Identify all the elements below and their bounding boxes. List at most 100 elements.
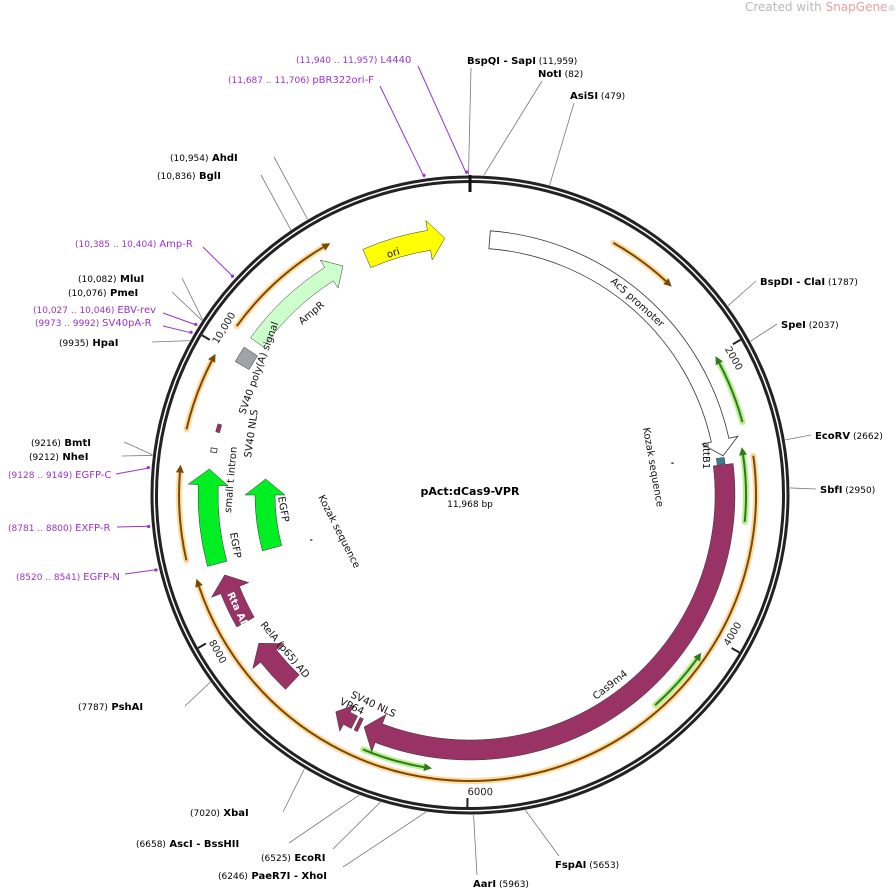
enzyme-label-ecorv[interactable]: EcoRV (2662) bbox=[815, 431, 883, 442]
feature-label-small-t-intron[interactable]: small t intron bbox=[223, 446, 240, 513]
enzyme-label-bspdi[interactable]: BspDI - ClaI (1787) bbox=[760, 277, 858, 288]
primer-leader-line bbox=[417, 65, 468, 175]
feature-egfp[interactable] bbox=[244, 478, 286, 552]
feature-kozak-sequence[interactable] bbox=[671, 462, 674, 465]
enzyme-name: BmtI bbox=[61, 438, 91, 449]
orf-halo bbox=[183, 358, 215, 433]
primer-label-exfp-r[interactable]: (8781 .. 8800) EXFP-R bbox=[8, 523, 110, 534]
feature-ampr[interactable] bbox=[250, 259, 344, 348]
enzyme-label-spei[interactable]: SpeI (2037) bbox=[781, 320, 839, 331]
primer-label-egfp-n[interactable]: (8520 .. 8541) EGFP-N bbox=[16, 572, 120, 583]
enzyme-leader-line bbox=[282, 768, 305, 813]
enzyme-pos: (2037) bbox=[806, 321, 839, 331]
feature-label-egfp-2[interactable]: EGFP bbox=[275, 496, 290, 523]
feature-sv40-poly-a-signal[interactable] bbox=[234, 346, 258, 370]
primer-label-ebv-rev[interactable]: (10,027 .. 10,046) EBV-rev bbox=[33, 305, 156, 316]
enzyme-label-pshai[interactable]: (7787) PshAI bbox=[78, 702, 143, 713]
feature-label-egfp[interactable]: EGFP bbox=[227, 532, 242, 559]
enzyme-label-mlui[interactable]: (10,082) MluI bbox=[78, 274, 144, 285]
orf-arc[interactable] bbox=[742, 454, 748, 522]
orf-arc[interactable] bbox=[235, 246, 324, 327]
feature-label-ori[interactable]: ori bbox=[386, 246, 402, 260]
enzyme-label-aari[interactable]: AarI (5963) bbox=[473, 879, 529, 890]
feature-label-kozak[interactable]: Kozak sequence bbox=[640, 427, 665, 508]
enzyme-leader-line bbox=[525, 809, 560, 857]
primer-leader-line bbox=[162, 325, 193, 334]
feature-small-t-intron[interactable] bbox=[210, 447, 218, 454]
enzyme-name: SbfI bbox=[820, 485, 842, 496]
enzyme-pos: (1787) bbox=[825, 278, 858, 288]
enzyme-label-xbai[interactable]: (7020) XbaI bbox=[190, 808, 249, 819]
enzyme-name: SpeI bbox=[781, 320, 806, 331]
primer-binding-marker bbox=[194, 322, 198, 326]
enzyme-pos: (6246) bbox=[218, 872, 248, 882]
tick-mark bbox=[732, 338, 742, 346]
orf-arc[interactable] bbox=[654, 658, 698, 706]
enzyme-label-paer7i[interactable]: (6246) PaeR7I - XhoI bbox=[218, 871, 327, 882]
primer-range: (10,385 .. 10,404) bbox=[75, 240, 159, 250]
enzyme-label-bspqi[interactable]: BspQI - SapI (11,959) bbox=[467, 56, 577, 67]
orf-arc[interactable] bbox=[362, 748, 425, 769]
primer-label-pbr322ori-f[interactable]: (11,687 .. 11,706) pBR322ori-F bbox=[228, 75, 374, 86]
enzyme-label-ecori[interactable]: (6525) EcoRI bbox=[261, 853, 325, 864]
feature-sv40-nls[interactable] bbox=[353, 716, 364, 732]
primer-name: EXFP-R bbox=[75, 523, 110, 534]
orf-arc[interactable] bbox=[185, 360, 213, 430]
feature-vp64[interactable] bbox=[335, 704, 358, 733]
primer-binding-marker bbox=[146, 465, 150, 470]
feature-rta-ad[interactable] bbox=[210, 574, 255, 628]
feature-attb1[interactable] bbox=[716, 457, 726, 465]
feature-ac5-promoter[interactable] bbox=[488, 230, 739, 457]
primer-name: Amp-R bbox=[159, 239, 193, 250]
primer-label-sv40pa-r[interactable]: (9973 .. 9992) SV40pA-R bbox=[35, 318, 152, 329]
feature-label-kozak-2[interactable]: Kozak sequence bbox=[315, 493, 361, 570]
enzyme-leader-line bbox=[171, 291, 203, 321]
enzyme-pos: (6658) bbox=[136, 840, 166, 850]
plasmid-length: 11,968 bp bbox=[447, 500, 493, 510]
enzyme-label-fspai[interactable]: FspAI (5653) bbox=[555, 860, 619, 871]
primer-range: (9128 .. 9149) bbox=[8, 471, 75, 481]
enzyme-label-noti[interactable]: NotI (82) bbox=[538, 69, 583, 80]
feature-egfp[interactable] bbox=[187, 468, 229, 567]
enzyme-label-bmti[interactable]: (9216) BmtI bbox=[31, 438, 91, 449]
primer-label-amp-r[interactable]: (10,385 .. 10,404) Amp-R bbox=[75, 239, 193, 250]
enzyme-pos: (6525) bbox=[261, 854, 291, 864]
enzyme-pos: (10,082) bbox=[78, 275, 117, 285]
feature-rela-p65-ad[interactable] bbox=[252, 643, 300, 690]
tick-label: 2000 bbox=[722, 345, 744, 373]
enzyme-label-asisi[interactable]: AsiSI (479) bbox=[570, 91, 625, 102]
enzyme-pos: (11,959) bbox=[536, 57, 577, 67]
enzyme-label-pmei[interactable]: (10,076) PmeI bbox=[68, 288, 138, 299]
feature-label-ac5-promoter[interactable]: Ac5 promoter bbox=[608, 276, 667, 330]
primer-range: (11,687 .. 11,706) bbox=[228, 76, 312, 86]
enzyme-pos: (10,076) bbox=[68, 289, 107, 299]
enzyme-name: NheI bbox=[59, 452, 88, 463]
orf-arc[interactable] bbox=[178, 472, 188, 561]
orf-arrowhead bbox=[195, 578, 203, 588]
enzyme-label-hpai[interactable]: (9935) HpaI bbox=[59, 338, 118, 349]
primer-range: (8520 .. 8541) bbox=[16, 573, 83, 583]
orf-arrowhead bbox=[715, 356, 723, 366]
enzyme-label-ahdi[interactable]: (10,954) AhdI bbox=[170, 153, 238, 164]
primer-label-l4440[interactable]: (11,940 .. 11,957) L4440 bbox=[296, 55, 411, 66]
feature-ori[interactable] bbox=[362, 219, 446, 269]
enzyme-name2: - BssHII bbox=[193, 839, 239, 850]
orf-arc[interactable] bbox=[198, 455, 757, 782]
feature-sv40-nls[interactable] bbox=[215, 423, 223, 434]
enzyme-name: AsiSI bbox=[570, 91, 598, 102]
enzyme-label-nhei[interactable]: (9212) NheI bbox=[29, 452, 88, 463]
enzyme-pos: (2950) bbox=[842, 486, 875, 496]
enzyme-pos: (10,836) bbox=[157, 172, 196, 182]
feature-cas9m4[interactable] bbox=[363, 463, 736, 761]
enzyme-leader-line bbox=[273, 156, 308, 220]
orf-arc[interactable] bbox=[718, 362, 744, 423]
enzyme-pos: (7787) bbox=[78, 703, 108, 713]
enzyme-label-sbfi[interactable]: SbfI (2950) bbox=[820, 485, 875, 496]
orf-arrowhead bbox=[321, 243, 331, 251]
orf-arc[interactable] bbox=[612, 242, 667, 282]
enzyme-label-bgli[interactable]: (10,836) BglI bbox=[157, 171, 221, 182]
primer-label-egfp-c[interactable]: (9128 .. 9149) EGFP-C bbox=[8, 470, 111, 481]
feature-kozak-sequence[interactable] bbox=[309, 538, 313, 542]
enzyme-label-asci[interactable]: (6658) AscI - BssHII bbox=[136, 839, 239, 850]
feature-label-attb1[interactable]: attB1 bbox=[700, 442, 711, 469]
